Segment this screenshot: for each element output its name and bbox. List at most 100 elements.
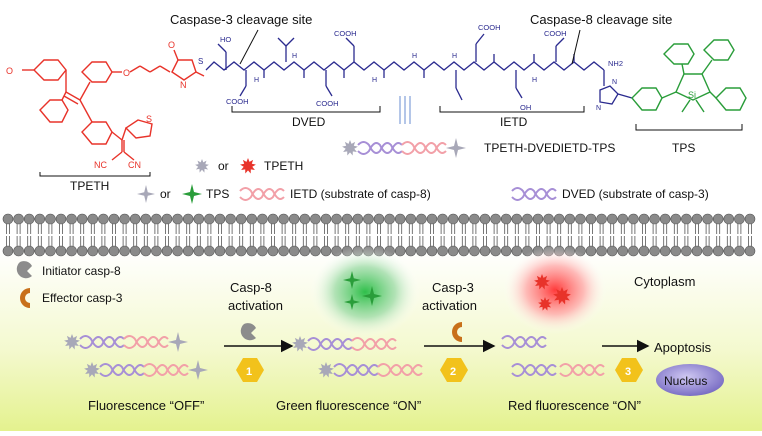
tps-quenched-icon xyxy=(446,138,466,158)
lipid-head-outer xyxy=(278,213,289,225)
nc-label: NC xyxy=(94,160,107,170)
nucleus xyxy=(656,364,724,396)
svg-text:HO: HO xyxy=(220,35,231,44)
lipid-head-outer xyxy=(617,213,629,225)
dved-fragment-1 xyxy=(501,335,547,349)
step2-badge xyxy=(440,358,468,382)
probe-strands xyxy=(64,332,605,380)
lipid-head-outer xyxy=(659,213,671,225)
equivalence-symbol xyxy=(399,96,411,124)
lipid-head-outer xyxy=(13,213,24,225)
cooh-label-4: COOH xyxy=(478,23,501,32)
casp8-icon xyxy=(16,261,32,279)
lipid-head-inner xyxy=(214,245,226,257)
lipid-head-outer xyxy=(416,213,427,225)
lipid-head-outer xyxy=(235,213,247,225)
svg-text:S: S xyxy=(198,57,203,66)
lipid-head-inner xyxy=(310,245,321,257)
probe-cleaved-casp8-1 xyxy=(292,336,397,352)
step1-badge xyxy=(236,358,264,382)
tpeth-label: TPETH xyxy=(70,179,109,193)
lipid-head-outer xyxy=(511,213,523,225)
red-fluorescence-label: Red fluorescence “ON” xyxy=(508,398,641,413)
casp8-activation-line2: activation xyxy=(228,298,283,313)
lipid-head-inner xyxy=(723,245,735,257)
lipid-head-outer xyxy=(76,213,88,225)
lipid-head-inner xyxy=(617,245,629,257)
lipid-head-outer xyxy=(702,213,713,225)
lipid-head-outer xyxy=(394,213,406,225)
red-emission-burst xyxy=(538,297,552,311)
conjugate-probe xyxy=(342,138,466,158)
cell-membrane xyxy=(2,213,756,257)
lipid-head-outer xyxy=(649,213,660,225)
tpeth-quenched-icon xyxy=(292,336,308,352)
legend-ietd-strand xyxy=(239,187,285,201)
effector-label: Effector casp-3 xyxy=(42,291,123,305)
lipid-head-outer xyxy=(712,213,724,225)
cooh-label-2: COOH xyxy=(316,99,339,108)
lipid-head-inner xyxy=(98,245,109,257)
ietd-strand xyxy=(123,335,169,349)
lipid-head-inner xyxy=(13,245,24,257)
si-label: Si xyxy=(688,90,696,100)
legend xyxy=(137,158,557,204)
lipid-head-outer xyxy=(575,213,586,225)
lipid-head-outer xyxy=(405,213,417,225)
lipid-head-inner xyxy=(151,245,162,257)
lipid-head-outer xyxy=(182,213,194,225)
lipid-head-inner xyxy=(649,245,660,257)
lipid-head-inner xyxy=(119,245,130,257)
casp8-site-label: Caspase-8 cleavage site xyxy=(530,12,672,27)
lipid-head-inner xyxy=(416,245,427,257)
tpeth-quenched-icon xyxy=(318,362,334,378)
lipid-head-outer xyxy=(172,213,183,225)
lipid-head-inner xyxy=(691,245,703,257)
lipid-head-outer xyxy=(596,213,607,225)
lipid-head-inner xyxy=(45,245,56,257)
tps-quenched-icon xyxy=(188,360,208,380)
apoptosis-label: Apoptosis xyxy=(654,340,712,355)
lipid-head-inner xyxy=(479,245,491,257)
lipid-head-inner xyxy=(394,245,406,257)
lipid-head-outer xyxy=(140,213,152,225)
dved-strand xyxy=(99,363,145,377)
casp3-enzyme-icon xyxy=(452,322,462,342)
lipid-head-outer xyxy=(34,213,46,225)
tpeth-quenched-icon xyxy=(84,362,100,378)
lipid-head-inner xyxy=(246,245,258,257)
svg-text:N: N xyxy=(180,80,187,90)
casp3-activation-line2: activation xyxy=(422,298,477,313)
lipid-head-outer xyxy=(373,213,385,225)
casp8-enzyme-icon xyxy=(240,323,256,341)
lipid-head-outer xyxy=(522,213,533,225)
casp8-site-pointer xyxy=(571,29,581,65)
ietd-label: IETD xyxy=(500,115,528,129)
lipid-head-outer xyxy=(490,213,501,225)
probe-intact-2 xyxy=(84,360,208,380)
tps-bracket xyxy=(635,124,743,131)
lipid-head-outer xyxy=(2,213,14,225)
lipid-head-inner xyxy=(140,245,152,257)
lipid-head-outer xyxy=(437,213,448,225)
tps-quenched-icon xyxy=(168,332,188,352)
lipid-head-outer xyxy=(553,213,565,225)
casp3-icon xyxy=(20,288,30,308)
lipid-head-inner xyxy=(490,245,501,257)
lipid-head-outer xyxy=(564,213,576,225)
lipid-head-inner xyxy=(469,245,480,257)
casp8-activation-line1: Casp-8 xyxy=(230,280,272,295)
probe-intact-1 xyxy=(64,332,188,352)
green-fluorescence-label: Green fluorescence “ON” xyxy=(276,398,421,413)
cytoplasm-label: Cytoplasm xyxy=(634,274,695,289)
lipid-head-inner xyxy=(712,245,724,257)
legend-tps: TPS xyxy=(206,187,229,201)
lipid-head-outer xyxy=(204,213,215,225)
lipid-head-outer xyxy=(129,213,141,225)
lipid-head-inner xyxy=(267,245,279,257)
svg-text:N: N xyxy=(612,79,617,86)
cooh-label-5: COOH xyxy=(544,29,567,38)
lipid-head-inner xyxy=(278,245,289,257)
dved-strand xyxy=(357,141,403,155)
casp3-site-pointer xyxy=(239,29,259,65)
